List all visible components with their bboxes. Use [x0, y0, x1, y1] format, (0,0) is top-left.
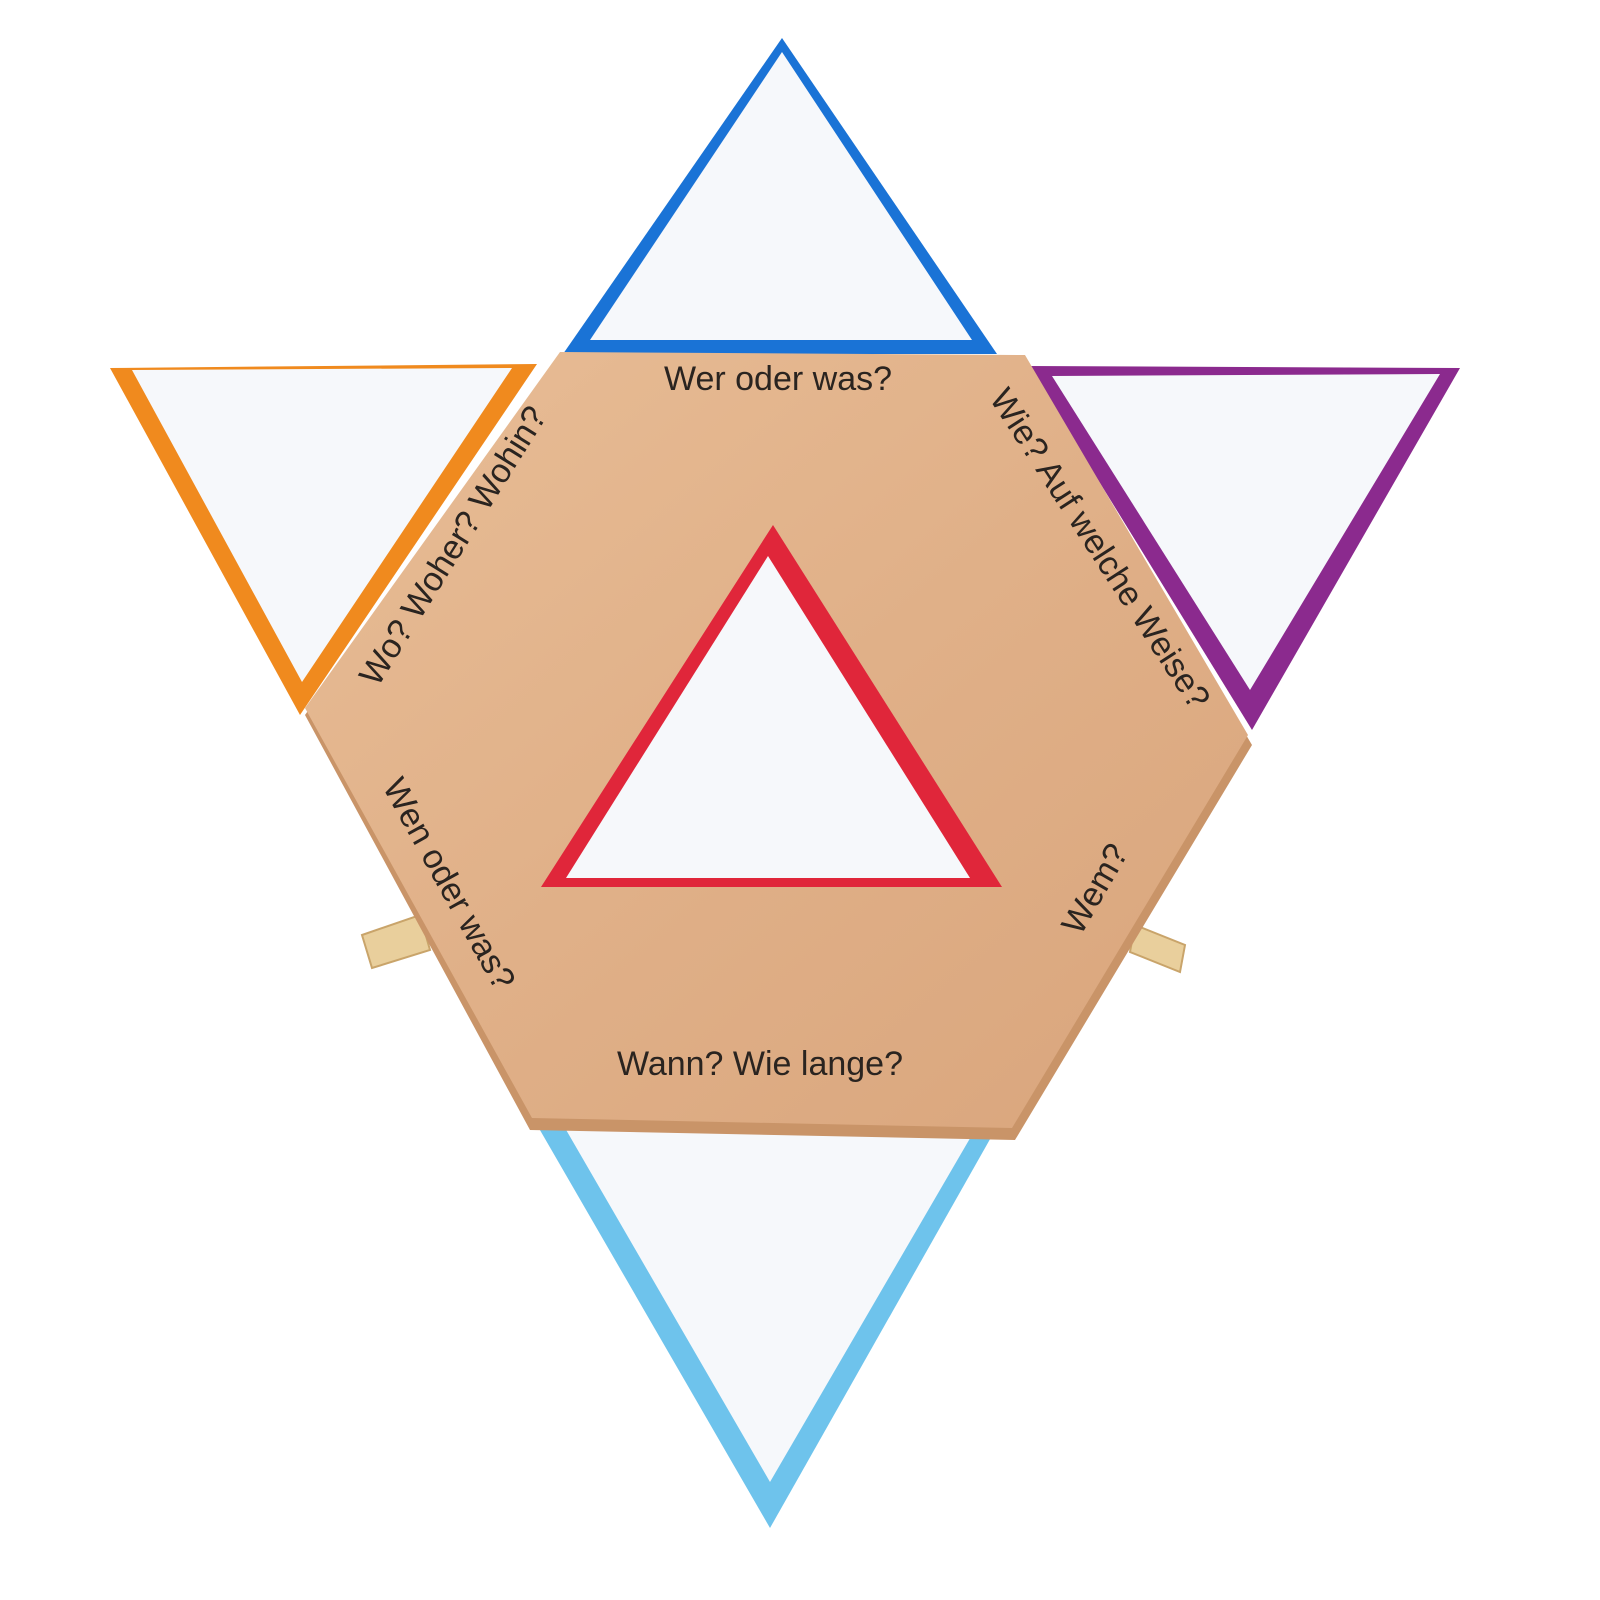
bottom-triangle-card[interactable]: [533, 1118, 1002, 1528]
label-wer-oder-was: Wer oder was?: [664, 360, 892, 398]
center-triangle-card[interactable]: [541, 525, 1002, 887]
top-triangle-card[interactable]: [563, 38, 997, 354]
left-triangle-card[interactable]: [110, 364, 537, 715]
label-wann-wie-lange: Wann? Wie lange?: [617, 1045, 903, 1083]
left-peg: [360, 913, 432, 970]
right-triangle-card[interactable]: [1028, 366, 1460, 730]
